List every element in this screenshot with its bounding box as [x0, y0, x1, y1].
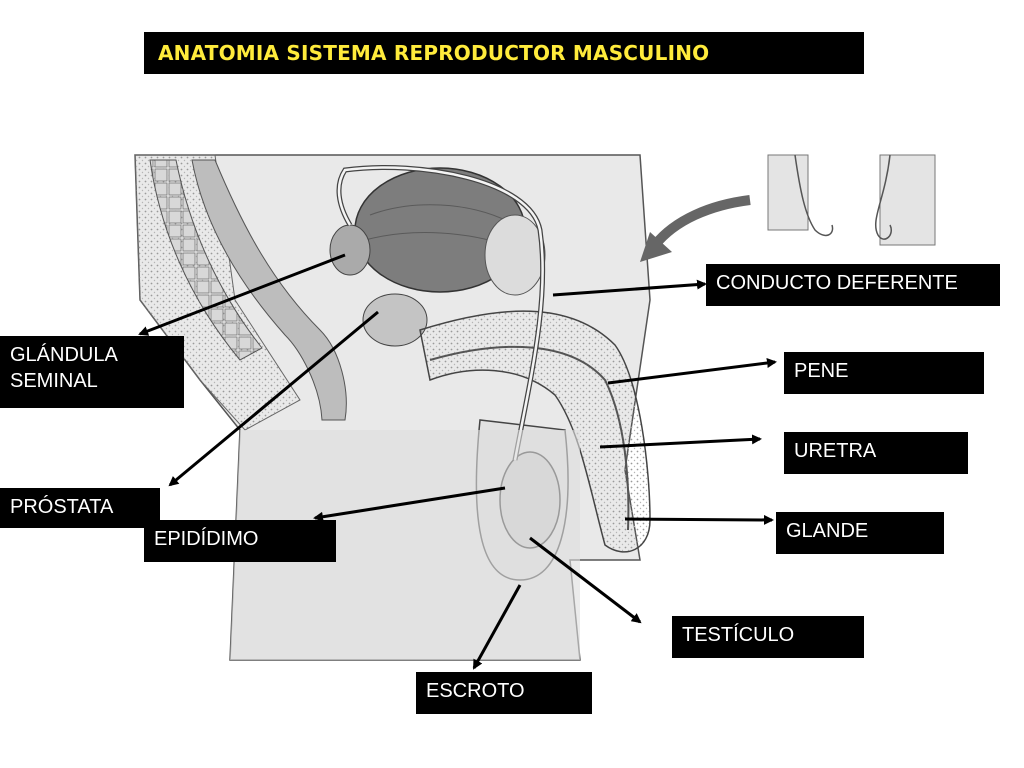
arrow-escroto: [472, 584, 522, 670]
arrow-pene: [607, 358, 777, 385]
seminal-vesicle: [329, 224, 371, 276]
arrow-uretra: [599, 434, 762, 449]
pubic-bone: [484, 214, 546, 296]
leader-arrows: [138, 253, 777, 670]
orientation-inset: [640, 154, 936, 262]
label-prostata: PRÓSTATA: [0, 488, 160, 528]
diagram-title: ANATOMIA SISTEMA REPRODUCTOR MASCULINO: [144, 32, 864, 74]
label-uretra: URETRA: [784, 432, 968, 474]
anatomy-illustration: [134, 154, 651, 661]
label-pene: PENE: [784, 352, 984, 394]
prostate: [362, 293, 428, 347]
arrow-conducto-deferente: [552, 279, 707, 297]
label-glandula-seminal: GLÁNDULA SEMINAL: [0, 336, 184, 408]
arrow-prostata: [168, 310, 379, 487]
label-conducto-deferente: CONDUCTO DEFERENTE: [706, 264, 1000, 306]
label-escroto: ESCROTO: [416, 672, 592, 714]
arrow-glande: [624, 514, 774, 525]
sacrum: [149, 159, 263, 361]
arrow-epididimo: [313, 486, 506, 522]
thigh: [230, 430, 580, 660]
label-glande: GLANDE: [776, 512, 944, 554]
label-epididimo: EPIDÍDIMO: [144, 520, 336, 562]
penis-shaft: [419, 310, 651, 553]
label-testiculo: TESTÍCULO: [672, 616, 864, 658]
curved-arrow: [651, 195, 751, 249]
arrow-testiculo: [529, 536, 642, 624]
rectum: [191, 159, 347, 421]
arrow-glandula-seminal: [138, 253, 346, 336]
